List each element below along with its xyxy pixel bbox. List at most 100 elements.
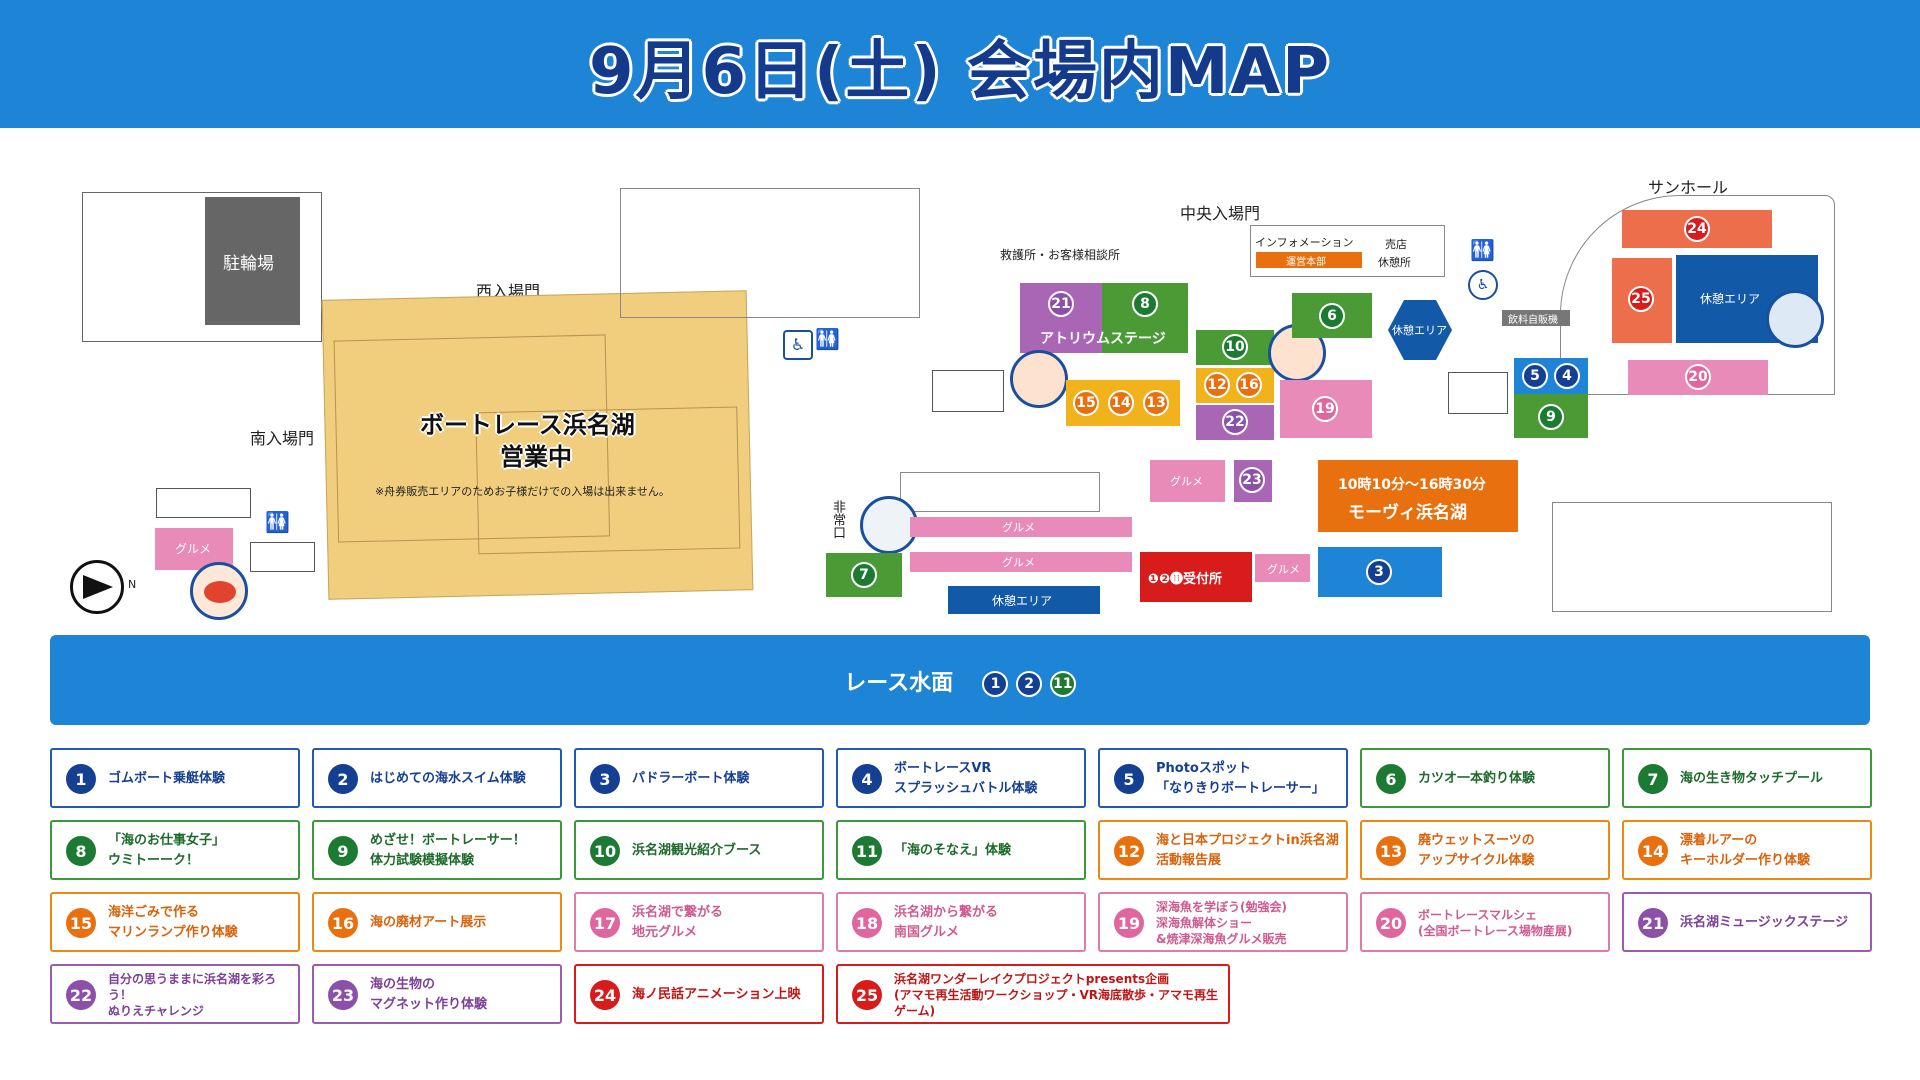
pin-5: 5 (1522, 363, 1548, 389)
legend-num: 9 (328, 836, 358, 866)
rest-area-sun-label: 休憩エリア (1700, 292, 1761, 306)
legend-item-11: 11 「海のそなえ」体験 (836, 820, 1086, 880)
legend-text: 海の生物の マグネット作り体験 (370, 977, 488, 1012)
legend-num: 11 (852, 836, 882, 866)
water-label-text: レース水面 (844, 671, 954, 696)
gourmet-area-2: グルメ (910, 517, 1132, 537)
legend-item-14: 14 漂着ルアーの キーホルダー作り体験 (1622, 820, 1872, 880)
boatrace-main-label: ボートレース浜名湖 (420, 411, 635, 439)
area-3: 3 (1318, 547, 1442, 597)
area-8: 8 (1102, 283, 1188, 353)
area-25: 25 (1612, 258, 1672, 343)
gourmet-area-5: グルメ (1255, 554, 1310, 582)
rest-area-bottom: 休憩エリア (948, 586, 1100, 614)
area-15-14-13: 15 14 13 (1066, 380, 1180, 426)
restroom-icon-3: 🚻 (1470, 238, 1495, 262)
legend-num: 13 (1376, 836, 1406, 866)
area-24: 24 (1622, 210, 1772, 248)
legend-num: 19 (1114, 908, 1144, 938)
pin-13: 13 (1143, 390, 1169, 416)
legend-text: 浜名湖で繋がる 地元グルメ (632, 905, 724, 940)
water-pin-11: 11 (1049, 671, 1076, 697)
legend-text: 漂着ルアーの キーホルダー作り体験 (1680, 833, 1811, 868)
pin-9: 9 (1538, 404, 1564, 430)
page-header: 9月6日(土) 会場内MAP (0, 0, 1920, 128)
pin-16: 16 (1236, 372, 1262, 398)
area-19: 19 (1280, 380, 1372, 438)
water-pin-1: 1 (982, 671, 1009, 697)
pin-21: 21 (1048, 291, 1074, 317)
race-water-surface: レース水面 1 2 11 (50, 635, 1870, 725)
puffer-mascot-icon (860, 496, 918, 554)
legend-num: 22 (66, 980, 96, 1010)
legend-text: ボートレースVR スプラッシュバトル体験 (894, 761, 1038, 796)
legend-text: はじめての海水スイム体験 (370, 771, 526, 786)
pin-22: 22 (1222, 409, 1248, 435)
shop-label: 売店 (1385, 238, 1407, 251)
vending-machine: 飲料自販機 (1502, 310, 1570, 326)
south-gate-label: 南入場門 (250, 429, 315, 448)
rest-area-bottom-label: 休憩エリア (992, 594, 1053, 608)
legend-text: 「海のお仕事女子」 ウミトーーク！ (108, 833, 226, 868)
accessible-icon: ♿ (783, 330, 813, 360)
movi-time: 10時10分～16時30分 (1338, 477, 1486, 493)
area-22: 22 (1196, 405, 1274, 440)
legend-num: 20 (1376, 908, 1406, 938)
pin-8: 8 (1132, 291, 1158, 317)
building-small-1 (156, 488, 251, 518)
legend-item-8: 8「海のお仕事女子」 ウミトーーク！ (50, 820, 300, 880)
legend-text: Photoスポット 「なりきりボートレーサー」 (1156, 761, 1325, 796)
compass-icon (70, 560, 124, 614)
central-corridor (620, 188, 920, 318)
sun-hall-label: サンホール (1648, 178, 1729, 197)
area-12-16: 12 16 (1196, 368, 1274, 403)
rest-area-hex-label: 休憩エリア (1392, 324, 1447, 337)
information-label: インフォメーション (1255, 236, 1354, 249)
reception-label: ❶❷⓫受付所 (1148, 572, 1223, 587)
legend-num: 5 (1114, 764, 1144, 794)
first-aid-label: 救護所・お客様相談所 (1000, 248, 1121, 262)
legend-text: カツオ一本釣り体験 (1418, 771, 1536, 786)
legend-text: 浜名湖観光紹介ブース (632, 843, 762, 858)
area-7: 7 (826, 553, 902, 597)
legend-text: 海の廃材アート展示 (370, 915, 487, 930)
rest-room-label: 休憩所 (1378, 256, 1411, 269)
area-23: 23 (1234, 460, 1272, 502)
pin-4: 4 (1554, 363, 1580, 389)
boy-mascot-icon (1010, 350, 1068, 408)
compass-north: N (128, 578, 137, 591)
legend-text: 「海のそなえ」体験 (894, 843, 1012, 858)
legend-text: 自分の思うままに浜名湖を彩ろう！ ぬりえチャレンジ (108, 972, 277, 1018)
fish-mascot-icon (1766, 290, 1824, 348)
legend-num: 10 (590, 836, 620, 866)
restroom-icon: 🚻 (265, 510, 290, 534)
legend-num: 6 (1376, 764, 1406, 794)
south-building (900, 472, 1100, 512)
emergency-exit-label: 非常口 (830, 500, 845, 539)
boatrace-open-label: 営業中 (500, 443, 572, 471)
central-gate-label: 中央入場門 (1180, 204, 1261, 223)
legend-num: 14 (1638, 836, 1668, 866)
pin-10: 10 (1222, 334, 1248, 360)
pin-6: 6 (1319, 303, 1345, 329)
legend-item-6: 6 カツオ一本釣り体験 (1360, 748, 1610, 808)
pin-3: 3 (1366, 559, 1392, 585)
legend-num: 7 (1638, 764, 1668, 794)
operations-hq-label: 運営本部 (1286, 257, 1326, 268)
atrium-stage-label: アトリウムステージ (1040, 331, 1166, 347)
legend-text: ゴムボート乗艇体験 (108, 771, 226, 786)
legend-num: 16 (328, 908, 358, 938)
gourmet-label-5: グルメ (1267, 563, 1300, 576)
reception-area: ❶❷⓫受付所 (1140, 552, 1252, 602)
vending-label: 飲料自販機 (1508, 315, 1558, 326)
legend-num: 24 (590, 980, 620, 1010)
gourmet-label-2: グルメ (1002, 521, 1035, 534)
